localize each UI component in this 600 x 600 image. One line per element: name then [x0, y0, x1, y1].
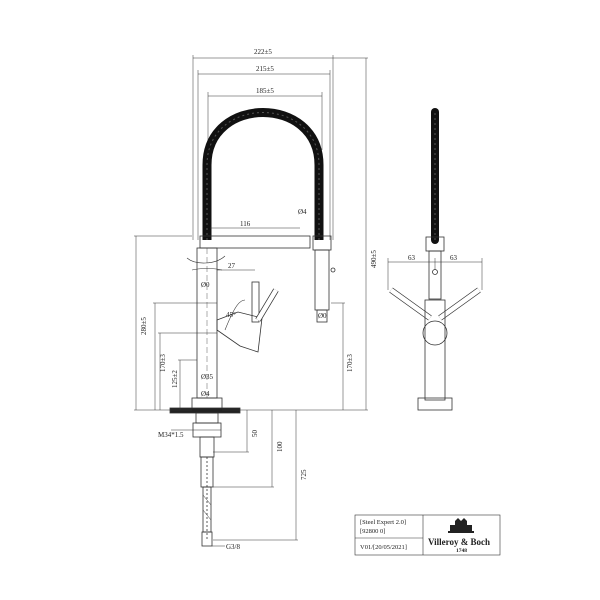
- dim-hose-dia: Ø4: [298, 208, 307, 216]
- dim-handle-left: 63: [408, 254, 416, 262]
- dim-height-lower: 125±2: [171, 370, 179, 388]
- title-block: [354, 514, 501, 556]
- dim-dia-body: Ø35: [201, 373, 214, 381]
- dim-dia-base: Ø4: [201, 390, 210, 398]
- lever: [216, 311, 263, 353]
- brand-year: 1748: [456, 548, 467, 554]
- dim-dia-head: Ø0: [318, 312, 327, 320]
- model-code: [92800 0]: [360, 528, 385, 535]
- model-name: [Steel Expert 2.0]: [360, 519, 406, 526]
- dim-shank-100: 100: [276, 441, 284, 452]
- title-block-text: [Steel Expert 2.0] [92800 0] V01/[20/05/…: [360, 519, 490, 554]
- side-view: [387, 108, 483, 411]
- dim-spout-reach: 116: [240, 220, 251, 228]
- dim-thread: M34*1.5: [158, 431, 184, 439]
- side-dim-labels: 63 63: [408, 254, 458, 262]
- front-dim-labels: 222±5 215±5 185±5 116 Ø4 490±5 27 280±5 …: [140, 48, 378, 551]
- dim-width-hose-arc: 185±5: [256, 87, 274, 95]
- spout-arm: [199, 235, 311, 249]
- dim-lever-angle: 45°: [226, 311, 236, 319]
- dim-shank-50: 50: [251, 430, 259, 438]
- front-view: [134, 55, 368, 547]
- dim-shank-725: 725: [300, 469, 308, 480]
- side-knob: [422, 320, 448, 346]
- dim-height-right: 170±3: [346, 354, 354, 372]
- hose-arc: [202, 108, 324, 240]
- dim-width-overall: 222±5: [254, 48, 272, 56]
- dim-height-body: 170±3: [159, 354, 167, 372]
- version-date: V01/[20/05/2021]: [360, 544, 407, 551]
- dim-lever-offset: 27: [228, 262, 236, 270]
- dim-width-inner: 215±5: [256, 65, 274, 73]
- brand-logo-icon: [448, 518, 474, 533]
- brand-name: Villeroy & Boch: [428, 537, 490, 547]
- dim-height-overall: 490±5: [370, 250, 378, 268]
- dim-connection: G3/8: [226, 543, 241, 551]
- dim-handle-right: 63: [450, 254, 458, 262]
- dim-dia-spout-top: Ø0: [201, 281, 210, 289]
- dim-height-to-spout: 280±5: [140, 317, 148, 335]
